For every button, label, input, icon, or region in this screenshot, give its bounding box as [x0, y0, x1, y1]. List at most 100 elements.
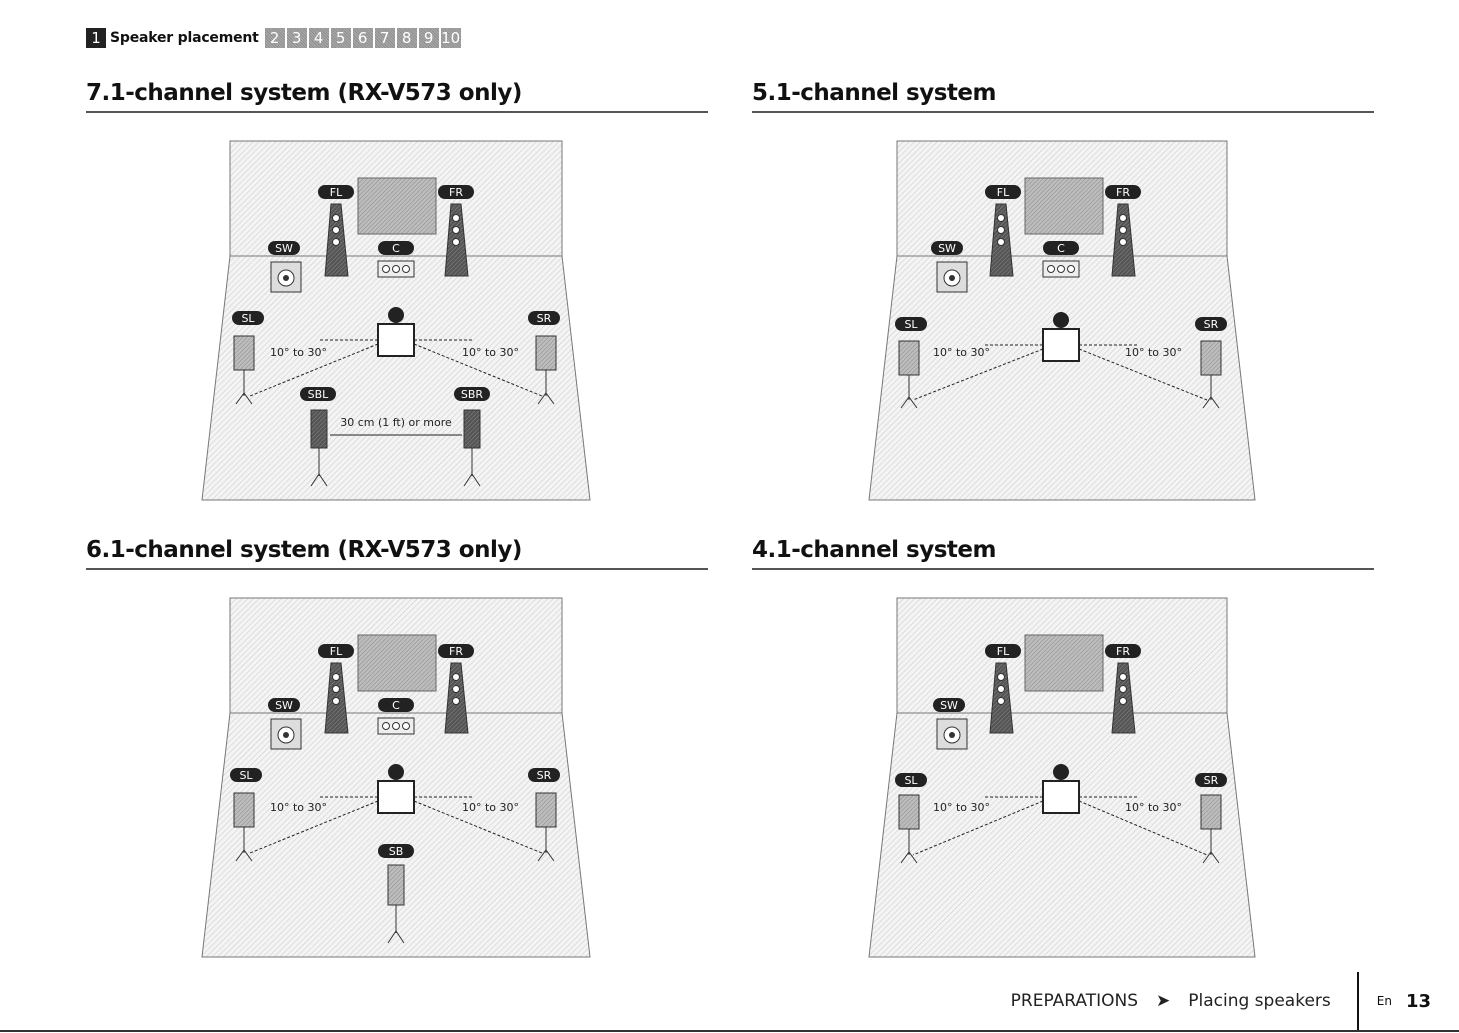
step-8[interactable]: 8 — [396, 28, 417, 48]
speaker-fl: FL — [318, 644, 354, 734]
diagram-6-1: FL FR SW C SL SR 1 — [201, 597, 591, 958]
listener — [377, 764, 415, 814]
speaker-sl: SL — [230, 768, 262, 862]
page-number: 13 — [1405, 990, 1431, 1012]
speaker-fl: FL — [318, 185, 354, 277]
speaker-sbl: SBL — [300, 387, 336, 487]
bottom-rule — [0, 1030, 1459, 1032]
speaker-sbr: SBR — [454, 387, 490, 487]
speaker-fr: FR — [1105, 185, 1141, 277]
section-rule — [752, 111, 1374, 113]
angle-right: 10° to 30° — [1125, 346, 1182, 359]
speaker-sw: SW — [268, 241, 302, 293]
section-rule — [752, 568, 1374, 570]
breadcrumb-page[interactable]: Placing speakers — [1188, 991, 1331, 1011]
label-sr: SR — [1204, 318, 1219, 331]
speaker-fl: FL — [985, 185, 1021, 277]
label-fl: FL — [997, 186, 1010, 199]
label-fl: FL — [997, 645, 1010, 658]
section-4-1: 4.1-channel system — [752, 535, 1374, 570]
section-title: 6.1-channel system (RX-V573 only) — [86, 537, 522, 563]
speaker-sr: SR — [528, 768, 560, 862]
step-2[interactable]: 2 — [264, 28, 285, 48]
speaker-fr: FR — [1105, 644, 1141, 734]
label-sl: SL — [239, 769, 253, 782]
step-4[interactable]: 4 — [308, 28, 329, 48]
speaker-sl: SL — [232, 311, 264, 405]
label-sr: SR — [537, 769, 552, 782]
step-3[interactable]: 3 — [286, 28, 307, 48]
angle-left: 10° to 30° — [270, 801, 327, 814]
speaker-sr: SR — [1195, 317, 1227, 409]
diagram-7-1: FL FR SW C SL SR — [201, 140, 591, 501]
speaker-fr: FR — [438, 185, 474, 277]
angle-right: 10° to 30° — [1125, 801, 1182, 814]
angle-right: 10° to 30° — [462, 346, 519, 359]
step-5[interactable]: 5 — [330, 28, 351, 48]
label-sbl: SBL — [308, 388, 330, 401]
section-5-1: 5.1-channel system — [752, 78, 1374, 113]
step-1-active[interactable]: 1 — [86, 28, 106, 48]
speaker-sb: SB — [378, 844, 414, 944]
label-fr: FR — [449, 645, 463, 658]
label-sr: SR — [537, 312, 552, 325]
angle-right: 10° to 30° — [462, 801, 519, 814]
tv-screen — [357, 177, 437, 235]
speaker-sr: SR — [1195, 773, 1227, 864]
section-title: 4.1-channel system — [752, 537, 997, 563]
angle-left: 10° to 30° — [933, 801, 990, 814]
page-footer: PREPARATIONS ➤ Placing speakers En 13 — [1011, 972, 1431, 1030]
speaker-c: C — [1042, 241, 1080, 278]
speaker-sw: SW — [268, 698, 302, 750]
speaker-fl: FL — [985, 644, 1021, 734]
breadcrumb-arrow-icon: ➤ — [1156, 991, 1171, 1011]
label-fl: FL — [330, 645, 343, 658]
label-sl: SL — [904, 774, 918, 787]
label-sl: SL — [904, 318, 918, 331]
step-10[interactable]: 10 — [440, 28, 461, 48]
step-7[interactable]: 7 — [374, 28, 395, 48]
breadcrumb-section[interactable]: PREPARATIONS — [1010, 991, 1138, 1011]
section-title: 7.1-channel system (RX-V573 only) — [86, 80, 522, 106]
step-9[interactable]: 9 — [418, 28, 439, 48]
tv-screen — [1024, 634, 1104, 692]
step-list: 2 3 4 5 6 7 8 9 10 — [264, 28, 461, 48]
label-fr: FR — [1116, 645, 1130, 658]
label-sw: SW — [940, 699, 958, 712]
section-rule — [86, 568, 708, 570]
label-sr: SR — [1204, 774, 1219, 787]
angle-lines — [249, 339, 543, 397]
label-c: C — [392, 699, 400, 712]
breadcrumb: PREPARATIONS ➤ Placing speakers — [1011, 991, 1331, 1011]
listener — [1042, 764, 1080, 814]
tv-screen — [1024, 177, 1104, 235]
section-7-1: 7.1-channel system (RX-V573 only) — [86, 78, 708, 113]
label-sw: SW — [938, 242, 956, 255]
diagram-5-1: FL FR SW C SL SR 1 — [868, 140, 1256, 501]
label-c: C — [1057, 242, 1065, 255]
label-fl: FL — [330, 186, 343, 199]
speaker-sl: SL — [895, 317, 927, 409]
speaker-sw: SW — [933, 698, 968, 750]
label-sw: SW — [275, 699, 293, 712]
label-fr: FR — [1116, 186, 1130, 199]
speaker-sr: SR — [528, 311, 560, 405]
angle-left: 10° to 30° — [933, 346, 990, 359]
section-rule — [86, 111, 708, 113]
diagram-4-1: FL FR SW SL SR 10° to 30° 10° to 30° — [868, 597, 1256, 958]
distance-label: 30 cm (1 ft) or more — [340, 416, 452, 429]
language-label: En — [1376, 994, 1392, 1008]
footer-divider — [1356, 972, 1359, 1030]
angle-lines — [912, 344, 1208, 401]
step-active-label: Speaker placement — [110, 30, 259, 46]
speaker-sl: SL — [895, 773, 927, 864]
angle-lines — [249, 796, 543, 854]
step-6[interactable]: 6 — [352, 28, 373, 48]
speaker-sw: SW — [931, 241, 968, 293]
listener — [1042, 312, 1080, 362]
speaker-fr: FR — [438, 644, 474, 734]
angle-left: 10° to 30° — [270, 346, 327, 359]
label-c: C — [392, 242, 400, 255]
section-title: 5.1-channel system — [752, 80, 997, 106]
label-sw: SW — [275, 242, 293, 255]
